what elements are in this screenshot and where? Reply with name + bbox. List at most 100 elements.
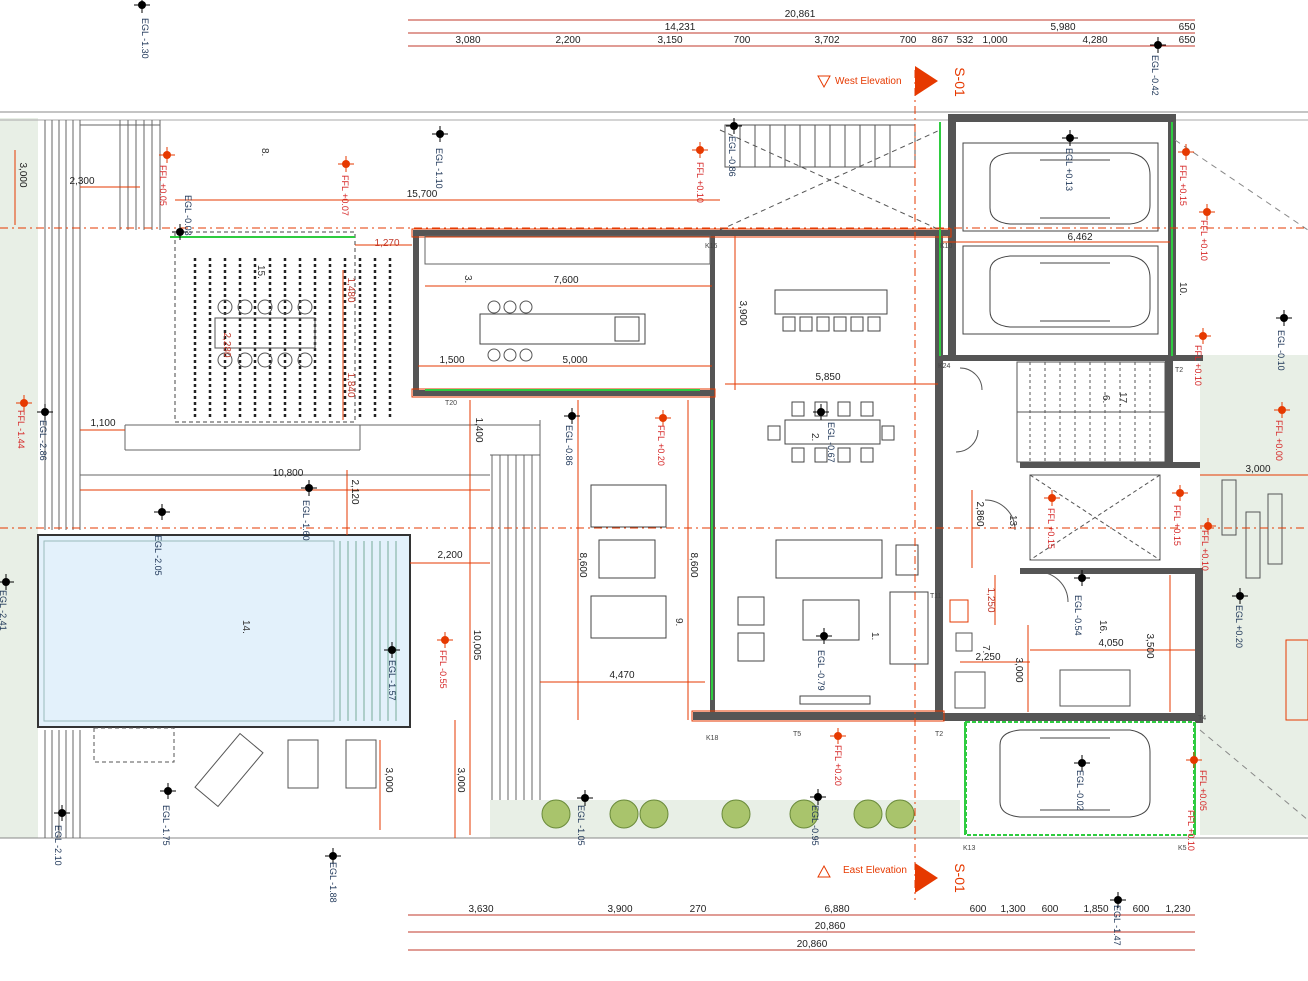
- dim-interior: 5,000: [562, 355, 587, 366]
- level-markers: [0, 0, 1292, 908]
- level-label: EGL -2.10: [53, 825, 63, 866]
- level-label: EGL -1.47: [1112, 905, 1122, 946]
- svg-text:T2: T2: [1175, 367, 1183, 374]
- lawn-left: [0, 118, 38, 838]
- level-marker: [384, 642, 400, 658]
- svg-text:T4: T4: [1198, 715, 1206, 722]
- staircase: [1016, 361, 1166, 561]
- level-marker: [816, 628, 832, 644]
- level-marker: [1186, 752, 1202, 768]
- room-6: 6.: [1100, 395, 1111, 403]
- level-marker: [172, 224, 188, 240]
- dim-seg: 700: [900, 35, 917, 46]
- level-label: EGL -1.60: [301, 500, 311, 541]
- svg-text:K10: K10: [940, 243, 953, 250]
- level-label: EGL -0.10: [1276, 330, 1286, 371]
- section-marks: S-01 West Elevation S-01 East Elevation: [817, 66, 968, 893]
- level-label: EGL +0.13: [1064, 148, 1074, 191]
- svg-text:T5: T5: [793, 731, 801, 738]
- level-label: FFL +0.20: [656, 425, 666, 466]
- dim-interior: 3,000: [1245, 464, 1270, 475]
- dim-seg: 650: [1179, 35, 1196, 46]
- kitchen-island: [479, 313, 646, 345]
- level-label: EGL -1.75: [161, 805, 171, 846]
- room-1: 1.: [869, 632, 880, 640]
- dim-interior: 3,000: [17, 162, 28, 187]
- level-marker: [655, 410, 671, 426]
- level-marker: [1200, 518, 1216, 534]
- level-label: FFL +0.05: [158, 165, 168, 206]
- dim-interior: 2,300: [69, 176, 94, 187]
- svg-text:K18: K18: [706, 735, 719, 742]
- level-label: EGL -0.02: [1075, 770, 1085, 811]
- pool-steps: [80, 420, 541, 800]
- room-2: 2.: [809, 433, 820, 441]
- level-label: FFL +0.15: [1046, 508, 1056, 549]
- room-numbers: 1. 2. 3. 6. 7. 8. 9. 10. 13. 14. 15. 16.…: [240, 148, 1188, 653]
- dim-seg: 867: [932, 35, 949, 46]
- swimming-pool: [37, 534, 411, 728]
- level-label: EGL -0.79: [816, 650, 826, 691]
- room-10: 10.: [1177, 282, 1188, 296]
- stepping-stones: [1221, 479, 1308, 721]
- level-label: FFL +0.10: [1193, 345, 1203, 386]
- room-13: 13.: [1007, 515, 1018, 529]
- svg-text:T11: T11: [930, 593, 942, 600]
- elevation-triangle-west: [817, 75, 831, 89]
- glazing-green: [170, 122, 1196, 835]
- level-marker: [16, 395, 32, 411]
- level-label: FFL +0.07: [340, 175, 350, 216]
- dim-seg: 3,630: [468, 904, 493, 915]
- level-label: FFL +0.15: [1178, 165, 1188, 206]
- interior-dimensions: 7,600 3,900 1,500 5,000 5,850 6,462 1,27…: [17, 162, 1271, 792]
- level-label: FFL -1.44: [16, 410, 26, 449]
- pergola-outline: [174, 231, 356, 423]
- level-label: EGL -1.57: [387, 660, 397, 701]
- svg-text:K13: K13: [963, 845, 976, 852]
- level-marker: [813, 404, 829, 420]
- dim-seg: 270: [690, 904, 707, 915]
- svg-text:K24: K24: [938, 363, 951, 370]
- room-15: 15.: [255, 265, 266, 279]
- level-label: EGL -1.10: [434, 148, 444, 189]
- dim-seg: 2,200: [555, 35, 580, 46]
- dim-sub-mid: 5,980: [1050, 22, 1075, 33]
- dim-overall-bottom-2: 20,860: [797, 939, 828, 950]
- living-furniture: [737, 539, 929, 705]
- level-marker: [37, 404, 53, 420]
- level-marker: [692, 142, 708, 158]
- terrace-sofas: [590, 484, 667, 639]
- level-marker: [301, 480, 317, 496]
- level-marker: [1172, 485, 1188, 501]
- dim-interior: 1,500: [439, 355, 464, 366]
- level-label: EGL -0.86: [564, 425, 574, 466]
- level-label: EGL -0.86: [727, 136, 737, 177]
- level-label: FFL +0.05: [1198, 770, 1208, 811]
- dim-interior: 5,850: [815, 372, 840, 383]
- level-label: EGL -0.95: [810, 805, 820, 846]
- top-dimension-lines: [408, 19, 1195, 47]
- level-label: EGL -2.05: [153, 535, 163, 576]
- dim-interior: 2,280: [221, 332, 232, 357]
- level-marker: [564, 408, 580, 424]
- level-marker: [1044, 490, 1060, 506]
- level-label: FFL -0.55: [438, 650, 448, 689]
- dim-interior: 8,600: [577, 552, 588, 577]
- pool-step-lines: [339, 541, 397, 721]
- dim-sub-left: 14,231: [665, 22, 696, 33]
- dim-seg: 532: [957, 35, 974, 46]
- dim-interior: 10,800: [273, 468, 304, 479]
- level-marker: [325, 848, 341, 864]
- level-label: EGL -2.86: [38, 420, 48, 461]
- entry-stairs: [719, 124, 941, 231]
- bathroom: [949, 367, 1131, 709]
- level-label: EGL +0.20: [1234, 605, 1244, 648]
- dim-interior: 2,120: [349, 479, 360, 504]
- level-marker: [437, 632, 453, 648]
- level-marker: [1150, 37, 1166, 53]
- level-marker: [1074, 755, 1090, 771]
- level-marker: [1195, 328, 1211, 344]
- dim-overall-top: 20,861: [785, 9, 816, 20]
- dim-interior: 2,200: [437, 550, 462, 561]
